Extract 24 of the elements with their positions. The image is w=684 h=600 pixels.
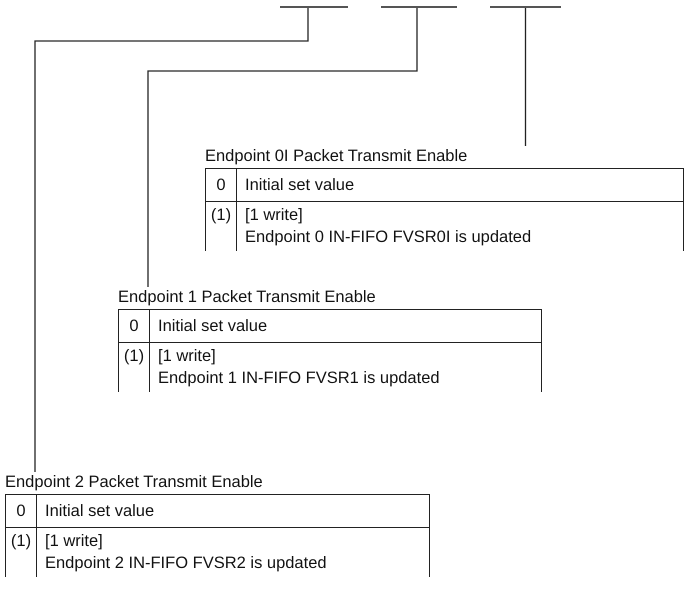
leader-line	[34, 7, 309, 472]
bit-value-cell: 0	[206, 169, 237, 202]
bit-underline	[381, 6, 457, 8]
bit-value-cell: 0	[6, 495, 37, 528]
description-text: [1 write]	[158, 346, 217, 367]
description-text: Endpoint 2 IN-FIFO FVSR2 is updated	[45, 553, 328, 574]
register-bit-title: Endpoint 2 Packet Transmit Enable	[5, 472, 264, 492]
description-text: Endpoint 0 IN-FIFO FVSR0I is updated	[245, 227, 532, 248]
description-text: [1 write]	[245, 205, 304, 226]
leader-line	[524, 7, 526, 146]
bit-underline	[280, 6, 348, 8]
register-bit-title: Endpoint 1 Packet Transmit Enable	[118, 287, 377, 307]
description-cell: Initial set value	[237, 169, 683, 202]
bit-value-cell: (1)	[6, 528, 37, 577]
bit-underline	[490, 6, 561, 8]
register-bit-title: Endpoint 0I Packet Transmit Enable	[205, 146, 468, 166]
description-cell: Initial set value	[150, 310, 541, 343]
bit-value-cell: (1)	[119, 343, 150, 392]
description-cell: Initial set value	[37, 495, 429, 528]
bit-value-cell: 0	[119, 310, 150, 343]
description-text: Endpoint 1 IN-FIFO FVSR1 is updated	[158, 368, 441, 389]
leader-line	[147, 7, 418, 287]
bit-value-cell: (1)	[206, 202, 237, 251]
description-text: [1 write]	[45, 531, 104, 552]
